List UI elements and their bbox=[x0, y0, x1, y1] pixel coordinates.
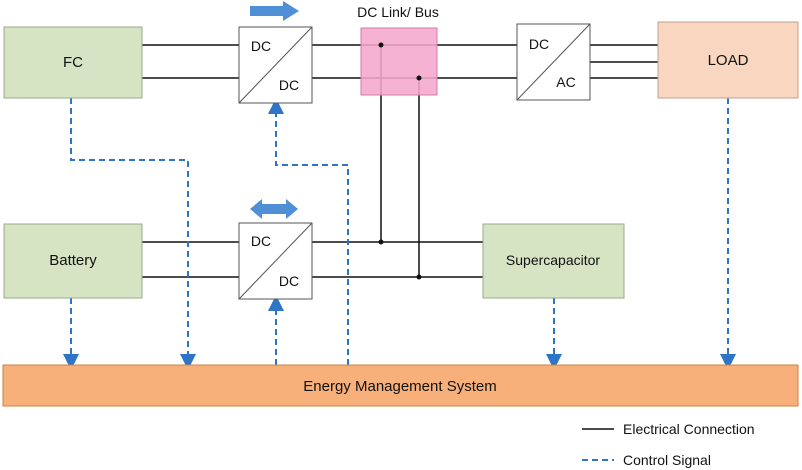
bottom-dcdc-converter: DC DC bbox=[238, 222, 313, 300]
bidirectional-flow-arrow-icon bbox=[250, 199, 298, 219]
unidirectional-flow-arrow-icon bbox=[250, 1, 299, 21]
load-label: LOAD bbox=[708, 52, 749, 69]
bottom-dcdc-input-label: DC bbox=[251, 233, 271, 249]
junction-dot bbox=[378, 239, 384, 245]
legend: Electrical Connection Control Signal bbox=[582, 421, 755, 468]
dcac-output-label: AC bbox=[556, 74, 575, 90]
dcac-input-label: DC bbox=[529, 36, 549, 52]
dcac-inverter: DC AC bbox=[516, 23, 591, 101]
fc-label: FC bbox=[63, 54, 83, 71]
dc-link-label: DC Link/ Bus bbox=[357, 4, 439, 20]
junction-dot bbox=[416, 274, 422, 280]
junction-dot bbox=[378, 42, 384, 48]
top-dcdc-converter: DC DC bbox=[238, 26, 313, 104]
battery-block bbox=[3, 223, 143, 299]
legend-control-label: Control Signal bbox=[623, 452, 711, 468]
control-signals bbox=[63, 98, 736, 370]
fc-block bbox=[3, 26, 143, 99]
ems-label: Energy Management System bbox=[303, 378, 496, 395]
supercapacitor-block bbox=[482, 223, 625, 299]
battery-label: Battery bbox=[49, 252, 97, 269]
ems-bar bbox=[2, 364, 799, 407]
supercapacitor-label: Supercapacitor bbox=[506, 252, 601, 268]
converter-diagonal bbox=[238, 26, 313, 104]
top-dcdc-input-label: DC bbox=[251, 38, 271, 54]
converter-diagonal bbox=[238, 222, 313, 300]
legend-electrical-label: Electrical Connection bbox=[623, 421, 755, 437]
load-block bbox=[657, 21, 799, 99]
bottom-dcdc-output-label: DC bbox=[279, 273, 299, 289]
dc-link-box bbox=[360, 27, 438, 96]
fc-control-signal bbox=[70, 98, 196, 370]
junction-dot bbox=[416, 75, 422, 81]
junction-dots bbox=[378, 42, 422, 280]
top-dcdc-control-signal bbox=[268, 98, 349, 365]
top-dcdc-output-label: DC bbox=[279, 77, 299, 93]
converter-diagonal bbox=[516, 23, 591, 101]
